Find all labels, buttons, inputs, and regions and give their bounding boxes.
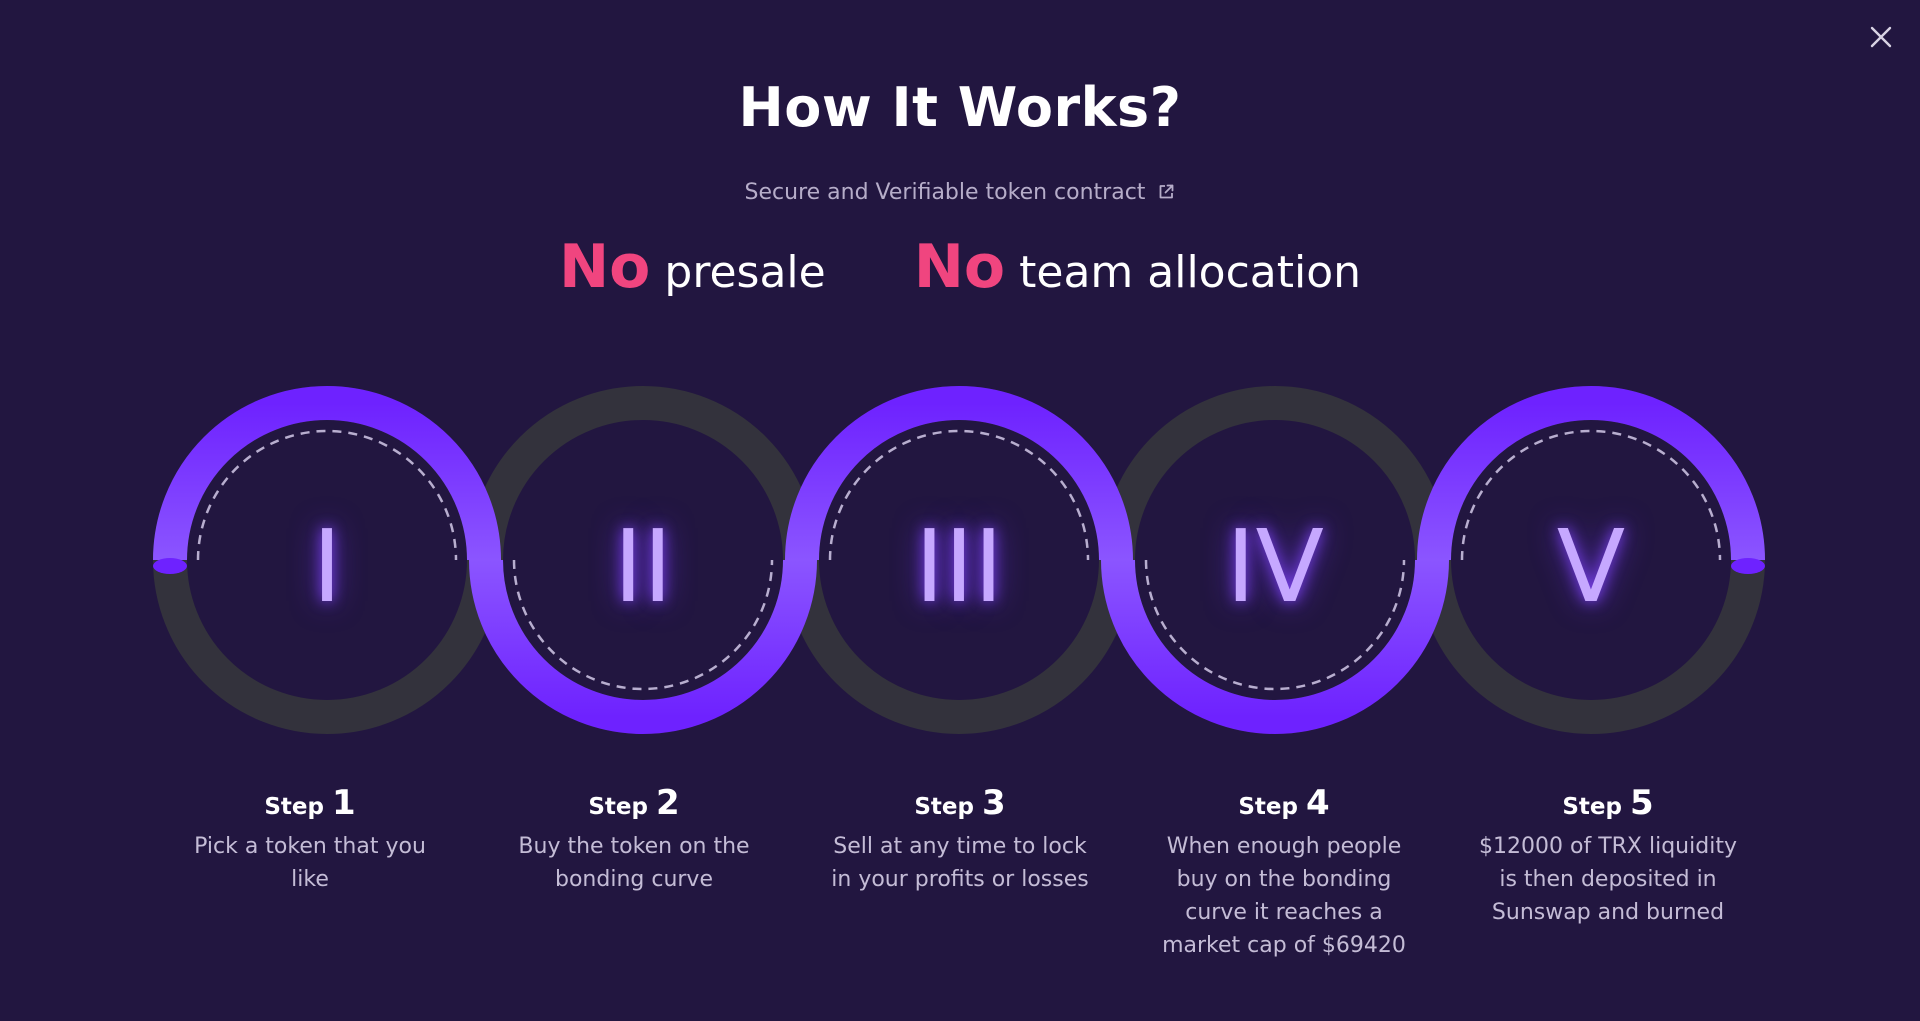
step-description: Buy the token on the bonding curve [479,830,789,896]
claim-no-presale: No presale [559,232,826,308]
step-1-numeral: I [312,508,342,625]
step-heading: Step 1 [155,780,465,832]
step-description: When enough people buy on the bonding cu… [1129,830,1439,962]
step-ring-progress-arc [1417,386,1765,561]
claim-no-word: No [913,232,1006,302]
step-word: Step [588,794,648,820]
close-button[interactable] [1868,24,1894,50]
step-word: Step [264,794,324,820]
step-description-line: Pick a token that you [194,834,426,859]
step-description-line: Buy the token on the [518,834,750,859]
step-description-line: in your profits or losses [831,867,1089,892]
claim-text: presale [664,247,826,298]
step-description-line: When enough people [1166,834,1402,859]
step-number: 5 [1629,783,1654,823]
step-number: 1 [331,783,356,823]
step-ring-progress-arc [469,559,817,734]
step-description: $12000 of TRX liquidity is then deposite… [1453,830,1763,929]
step-heading: Step 5 [1453,780,1763,832]
step-2: Step 2 Buy the token on the bonding curve [479,780,789,896]
step-number: 3 [981,783,1006,823]
step-heading: Step 2 [479,780,789,832]
step-3-numeral: III [914,508,1004,625]
step-description: Sell at any time to lock in your profits… [805,830,1115,896]
step-description-line: bonding curve [555,867,713,892]
step-description-line: $12000 of TRX liquidity [1479,834,1737,859]
step-ring-dashed-guide [1144,559,1406,691]
wave-end-cap [1731,558,1765,574]
step-4-numeral: IV [1226,508,1324,625]
step-ring-dashed-guide [828,429,1090,561]
step-number: 4 [1305,783,1330,823]
step-description-line: market cap of $69420 [1162,933,1406,958]
claim-text: team allocation [1019,247,1362,298]
step-word: Step [914,794,974,820]
step-heading: Step 3 [805,780,1115,832]
step-word: Step [1562,794,1622,820]
close-icon [1870,26,1892,48]
step-ring-dashed-guide [1460,429,1722,561]
step-description-line: curve it reaches a [1185,900,1383,925]
step-ring-progress-arc [1101,559,1449,734]
step-5-numeral: V [1556,508,1626,625]
step-description: Pick a token that you like [155,830,465,896]
step-ring-dashed-guide [196,429,458,561]
step-description-line: Sunswap and burned [1491,900,1725,925]
step-description-line: is then deposited in [1499,867,1717,892]
step-number: 2 [655,783,680,823]
page-title: How It Works? [738,76,1182,139]
step-1: Step 1 Pick a token that you like [155,780,465,896]
step-4: Step 4 When enough people buy on the bond… [1129,780,1439,962]
contract-link-label: Secure and Verifiable token contract [744,180,1146,205]
external-link-icon [1157,179,1175,199]
step-heading: Step 4 [1129,780,1439,832]
step-description-line: buy on the bonding [1176,867,1392,892]
step-2-numeral: II [613,508,673,625]
step-ring-dashed-guide [512,559,774,691]
step-3: Step 3 Sell at any time to lock in your p… [805,780,1115,896]
claim-no-team-allocation: No team allocation [914,232,1361,308]
step-ring-progress-arc [153,386,501,561]
wave-start-cap [153,558,187,574]
claims: No presale No team allocation [0,232,1920,308]
claim-no-word: No [558,232,651,302]
contract-link[interactable]: Secure and Verifiable token contract [0,177,1920,209]
step-word: Step [1238,794,1298,820]
step-ring-progress-arc [785,386,1133,561]
step-description-line: like [291,867,329,892]
step-5: Step 5 $12000 of TRX liquidity is then de… [1453,780,1763,929]
step-description-line: Sell at any time to lock [833,834,1087,859]
